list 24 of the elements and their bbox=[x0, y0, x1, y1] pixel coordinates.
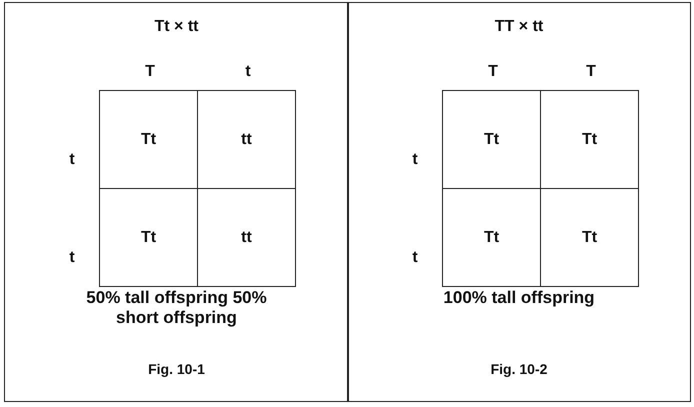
allele-row-label: t bbox=[411, 151, 419, 169]
panel bbox=[4, 2, 349, 402]
punnett-cell: Tt bbox=[99, 90, 198, 189]
allele-header: T bbox=[487, 63, 499, 81]
punnett-cell: Tt bbox=[442, 90, 541, 189]
allele-header: t bbox=[244, 63, 252, 81]
figure-caption: Fig. 10-2 bbox=[490, 361, 548, 377]
allele-header: T bbox=[144, 63, 156, 81]
punnett-cell: tt bbox=[197, 188, 296, 287]
allele-row-label: t bbox=[411, 249, 419, 267]
allele-row-label: t bbox=[68, 151, 76, 169]
result-text: 50% tall offspring 50% short offspring bbox=[85, 288, 268, 328]
result-text: 100% tall offspring bbox=[442, 288, 596, 308]
allele-row-label: t bbox=[68, 249, 76, 267]
punnett-cell: Tt bbox=[540, 90, 639, 189]
figure-caption: Fig. 10-1 bbox=[148, 361, 205, 377]
panel bbox=[347, 2, 691, 402]
punnett-cell: Tt bbox=[99, 188, 198, 287]
punnett-cell: Tt bbox=[442, 188, 541, 287]
cross-title: Tt × tt bbox=[154, 18, 198, 36]
allele-header: T bbox=[585, 63, 597, 81]
punnett-cell: Tt bbox=[540, 188, 639, 287]
cross-title: TT × tt bbox=[494, 18, 544, 36]
punnett-cell: tt bbox=[197, 90, 296, 189]
